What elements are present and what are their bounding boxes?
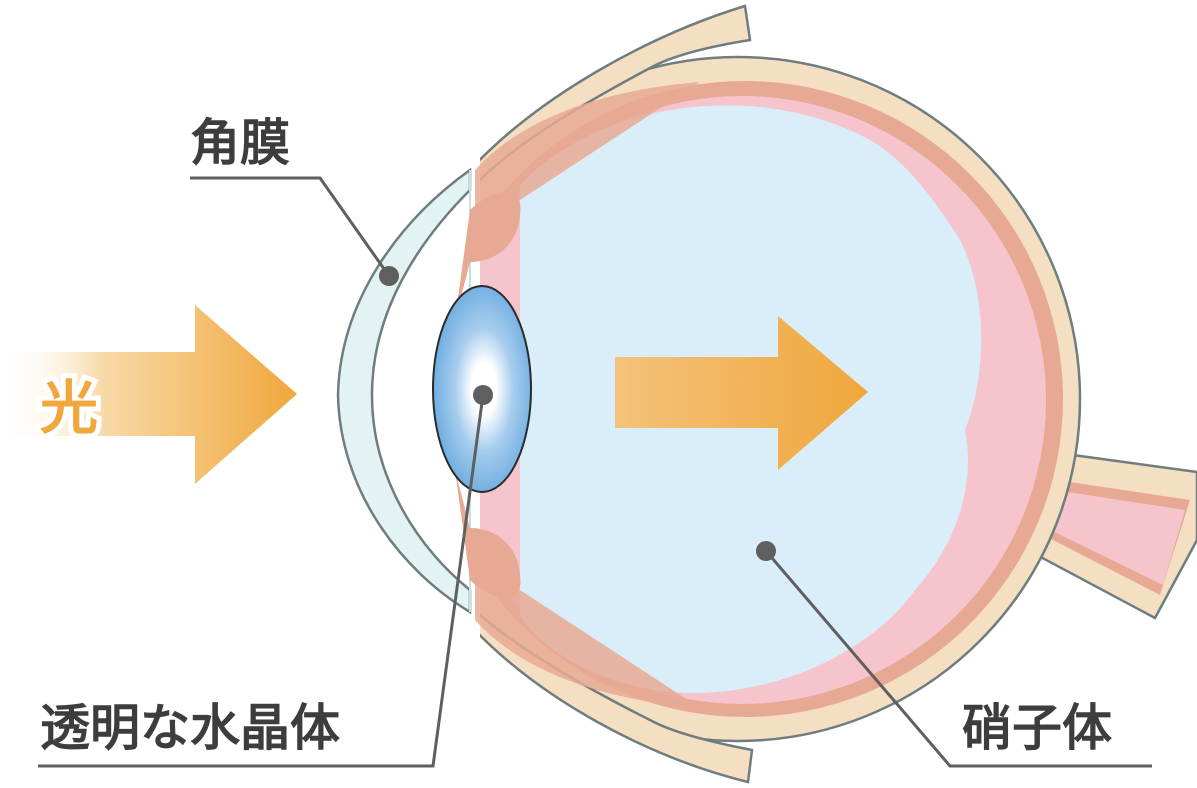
vitreous-label: 硝子体: [962, 699, 1112, 757]
lens-label: 透明な水晶体: [40, 699, 340, 757]
incoming-light-arrow: [0, 305, 297, 484]
light-label-outline: 光: [40, 374, 98, 442]
vitreous-leader: [756, 541, 1152, 768]
cornea-label: 角膜: [190, 114, 290, 172]
refracted-light-arrow: [615, 316, 868, 470]
ciliary-bottom-band: [475, 575, 700, 708]
ciliary-body-top: [455, 191, 521, 320]
light-label: 光: [40, 374, 98, 442]
ciliary-top-band: [475, 82, 700, 215]
lens-leader: [38, 385, 493, 768]
cornea-leader: [190, 176, 399, 286]
ciliary-body-bottom: [455, 470, 521, 599]
